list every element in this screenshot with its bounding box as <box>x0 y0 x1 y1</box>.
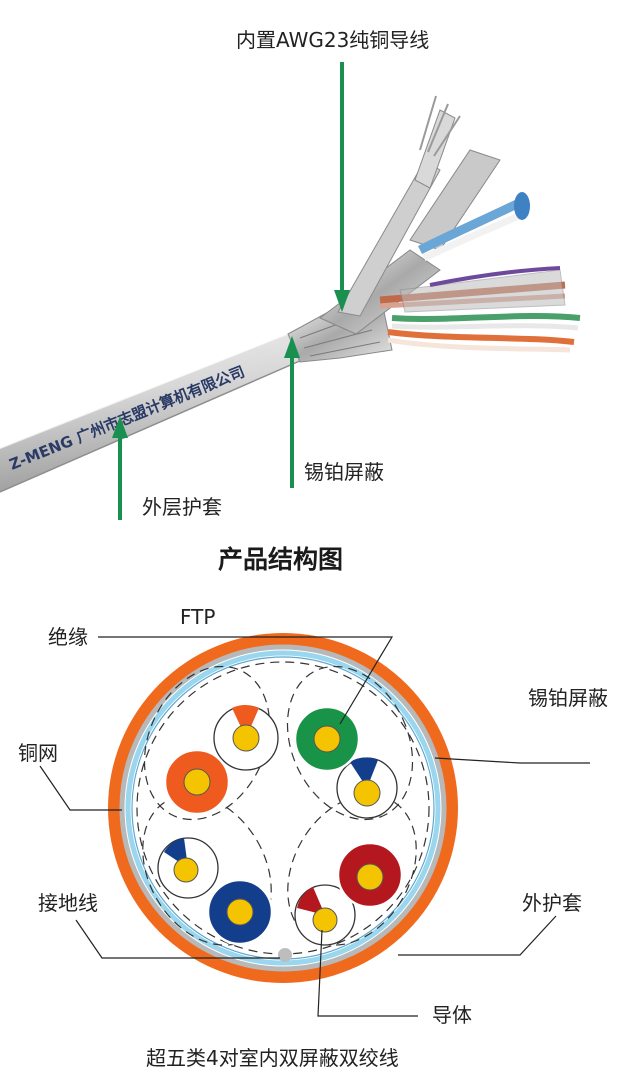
leader-conductor <box>317 929 418 1017</box>
label-copper-mesh: 铜网 <box>18 741 58 765</box>
outer-jacket-shape <box>0 331 303 493</box>
wire-solid-orange <box>163 748 231 816</box>
label-ftp: FTP <box>180 605 216 629</box>
arrow-jacket <box>112 416 128 520</box>
foil-shield-shape <box>287 95 501 363</box>
leader-foil <box>434 757 590 764</box>
label-conductor: 导体 <box>432 1003 472 1027</box>
label-conductor-top: 内置AWG23纯铜导线 <box>236 28 430 52</box>
leader-jacket <box>398 915 557 956</box>
jacket-print-group: Z-MENG 广州市志盟计算机有限公司 <box>7 363 247 474</box>
wire-solid-brown <box>336 841 404 909</box>
wire-solid-green <box>293 705 361 773</box>
cable-illustration: Z-MENG 广州市志盟计算机有限公司 <box>0 62 581 520</box>
arrow-foil <box>284 336 300 488</box>
foil-shield-ring <box>125 650 441 966</box>
label-foil-top: 锡铂屏蔽 <box>304 460 384 484</box>
caption: 超五类4对室内双屏蔽双绞线 <box>146 1046 399 1070</box>
section-title: 产品结构图 <box>218 545 344 574</box>
label-jacket-top: 外层护套 <box>142 495 222 519</box>
label-foil-shield: 锡铂屏蔽 <box>528 686 608 710</box>
leader-copper-mesh <box>39 765 122 811</box>
wire-white-blue-top <box>336 757 398 819</box>
wire-solid-blue <box>206 878 274 946</box>
label-drain-wire: 接地线 <box>38 891 98 915</box>
label-insulation: 绝缘 <box>48 625 88 649</box>
leader-insulation <box>98 636 394 725</box>
jacket-print-text: Z-MENG 广州市志盟计算机有限公司 <box>7 363 247 474</box>
wire-white-brown <box>294 884 356 946</box>
wire-white-orange <box>213 705 279 771</box>
leader-lines <box>39 636 590 1017</box>
copper-mesh-ring <box>119 644 447 972</box>
blue-pair-shape <box>417 192 530 262</box>
cross-section-diagram <box>39 633 590 1017</box>
label-outer-jacket: 外护套 <box>522 891 582 915</box>
drain-wire <box>278 948 292 962</box>
leader-drain <box>75 919 280 959</box>
arrow-conductor <box>334 62 350 312</box>
wire-white-blue-left <box>157 837 219 899</box>
wire-pairs-shape <box>379 266 581 353</box>
